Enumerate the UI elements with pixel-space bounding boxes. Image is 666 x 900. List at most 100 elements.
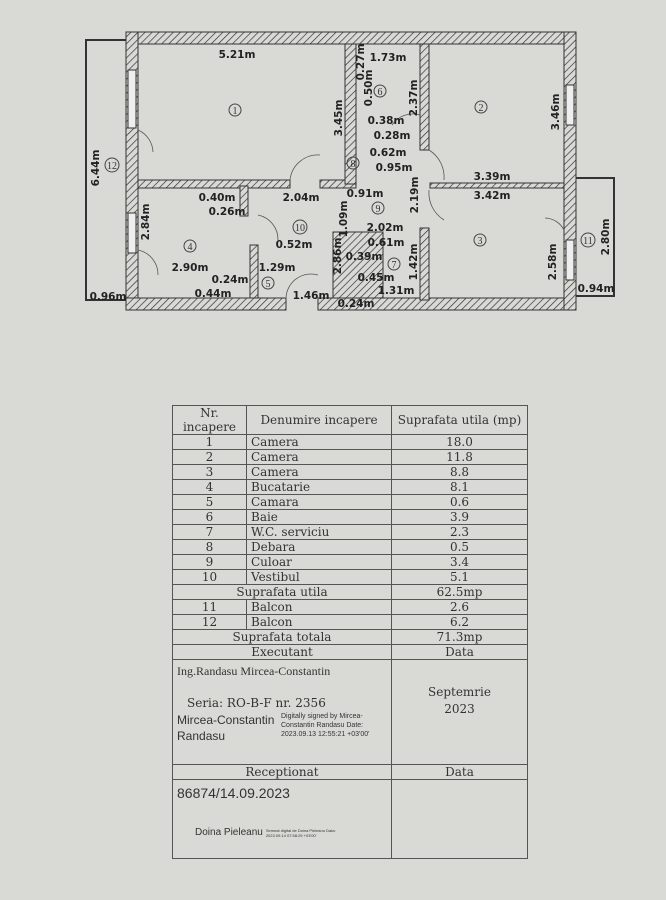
- dim-label: 6.44m: [90, 150, 102, 187]
- room-area: 11.8: [391, 449, 528, 465]
- dim-label: 1.31m: [378, 285, 415, 297]
- dim-label: 0.62m: [370, 147, 407, 159]
- dim-label: 2.90m: [172, 262, 209, 274]
- room-nr: 3: [172, 464, 247, 480]
- room-number-7: 7: [387, 257, 401, 271]
- room-nr: 9: [172, 554, 247, 570]
- dim-label: 3.46m: [550, 94, 562, 131]
- dim-label: 1.46m: [293, 290, 330, 302]
- dim-label: 0.38m: [368, 115, 405, 127]
- svg-text:7: 7: [392, 260, 397, 271]
- room-name: Debara: [246, 539, 392, 555]
- svg-text:6: 6: [378, 87, 383, 98]
- room-number-5: 5: [261, 276, 275, 290]
- receiver-name: Doina Pieleanu: [195, 827, 263, 838]
- header-nr: Nr. incapere: [172, 405, 247, 435]
- room-area: 2.3: [391, 524, 528, 540]
- room-area: 6.2: [391, 614, 528, 630]
- useful-area-row: Suprafata utila 62.5mp: [172, 584, 528, 600]
- dim-label: 5.21m: [219, 49, 256, 61]
- room-number-9: 9: [371, 201, 385, 215]
- dim-label: 2.02m: [367, 222, 404, 234]
- room-name: Balcon: [246, 599, 392, 615]
- room-area: 3.4: [391, 554, 528, 570]
- dim-label: 2.37m: [408, 80, 420, 117]
- dim-label: 0.50m: [363, 70, 375, 107]
- dim-label: 0.24m: [338, 298, 375, 310]
- room-area: 8.8: [391, 464, 528, 480]
- room-nr: 10: [172, 569, 247, 585]
- header-area: Suprafata utila (mp): [391, 405, 528, 435]
- room-nr: 1: [172, 434, 247, 450]
- dim-label: 0.94m: [578, 283, 615, 295]
- room-numbers: 1 2 3 4 5 6 7 8 9 10 11 12: [104, 84, 596, 290]
- room-name: Camera: [246, 434, 392, 450]
- receptionat-row: 86874/14.09.2023 Doina Pieleanu Semnat d…: [172, 779, 528, 859]
- room-nr: 2: [172, 449, 247, 465]
- dim-label: 1.73m: [370, 52, 407, 64]
- dim-label: 0.24m: [212, 274, 249, 286]
- svg-text:12: 12: [107, 161, 117, 172]
- dim-label: 2.80m: [600, 219, 612, 256]
- svg-text:1: 1: [233, 106, 238, 117]
- dim-label: 0.26m: [209, 206, 246, 218]
- date-year: 2023: [444, 702, 475, 716]
- digital-signature-note: Digitally signed by Mircea-Constantin Ra…: [281, 713, 370, 738]
- dim-label: 0.45m: [358, 272, 395, 284]
- dim-label: 0.96m: [90, 291, 127, 303]
- svg-text:9: 9: [376, 204, 381, 215]
- room-nr: 6: [172, 509, 247, 525]
- header-name: Denumire incapere: [246, 405, 392, 435]
- room-number-10: 10: [292, 219, 308, 235]
- room-area: 5.1: [391, 569, 528, 585]
- balconies: [85, 39, 615, 301]
- dim-label: 0.40m: [199, 192, 236, 204]
- receptionat-header-row: Receptionat Data: [172, 764, 528, 780]
- dim-label: 1.29m: [259, 262, 296, 274]
- room-nr: 8: [172, 539, 247, 555]
- dim-label: 0.95m: [376, 162, 413, 174]
- dim-label: 0.28m: [374, 130, 411, 142]
- svg-text:4: 4: [188, 242, 193, 253]
- room-name: Bucatarie: [246, 479, 392, 495]
- svg-text:11: 11: [583, 236, 593, 247]
- total-area-row: Suprafata totala 71.3mp: [172, 629, 528, 645]
- date-month: Septemrie: [428, 685, 491, 699]
- table-header: Nr. incapere Denumire incapere Suprafata…: [172, 405, 528, 435]
- dim-label: 2.04m: [283, 192, 320, 204]
- receptionat-date-cell: [391, 779, 528, 859]
- signer-name: Mircea-Constantin Randasu: [177, 713, 275, 743]
- dim-label: 0.39m: [346, 251, 383, 263]
- room-name: Culoar: [246, 554, 392, 570]
- room-number-2: 2: [474, 100, 488, 114]
- svg-text:2: 2: [479, 103, 484, 114]
- room-nr: 11: [172, 599, 247, 615]
- doors: [137, 113, 565, 299]
- dim-label: 3.39m: [474, 171, 511, 183]
- room-number-11: 11: [580, 232, 596, 248]
- room-area: 18.0: [391, 434, 528, 450]
- engineer-name: Ing.Randasu Mircea-Constantin: [177, 664, 331, 678]
- room-number-1: 1: [228, 103, 242, 117]
- room-number-4: 4: [183, 239, 197, 253]
- room-name: Camera: [246, 449, 392, 465]
- dim-label: 1.09m: [338, 201, 350, 238]
- room-nr: 4: [172, 479, 247, 495]
- dim-label: 3.42m: [474, 190, 511, 202]
- room-area: 0.6: [391, 494, 528, 510]
- room-number-8: 8: [346, 156, 360, 170]
- dim-label: 2.19m: [409, 177, 421, 214]
- room-number-6: 6: [373, 84, 387, 98]
- windows: [127, 69, 575, 281]
- room-area: 2.6: [391, 599, 528, 615]
- dim-label: 0.44m: [195, 288, 232, 300]
- area-table: Nr. incapere Denumire incapere Suprafata…: [172, 405, 528, 859]
